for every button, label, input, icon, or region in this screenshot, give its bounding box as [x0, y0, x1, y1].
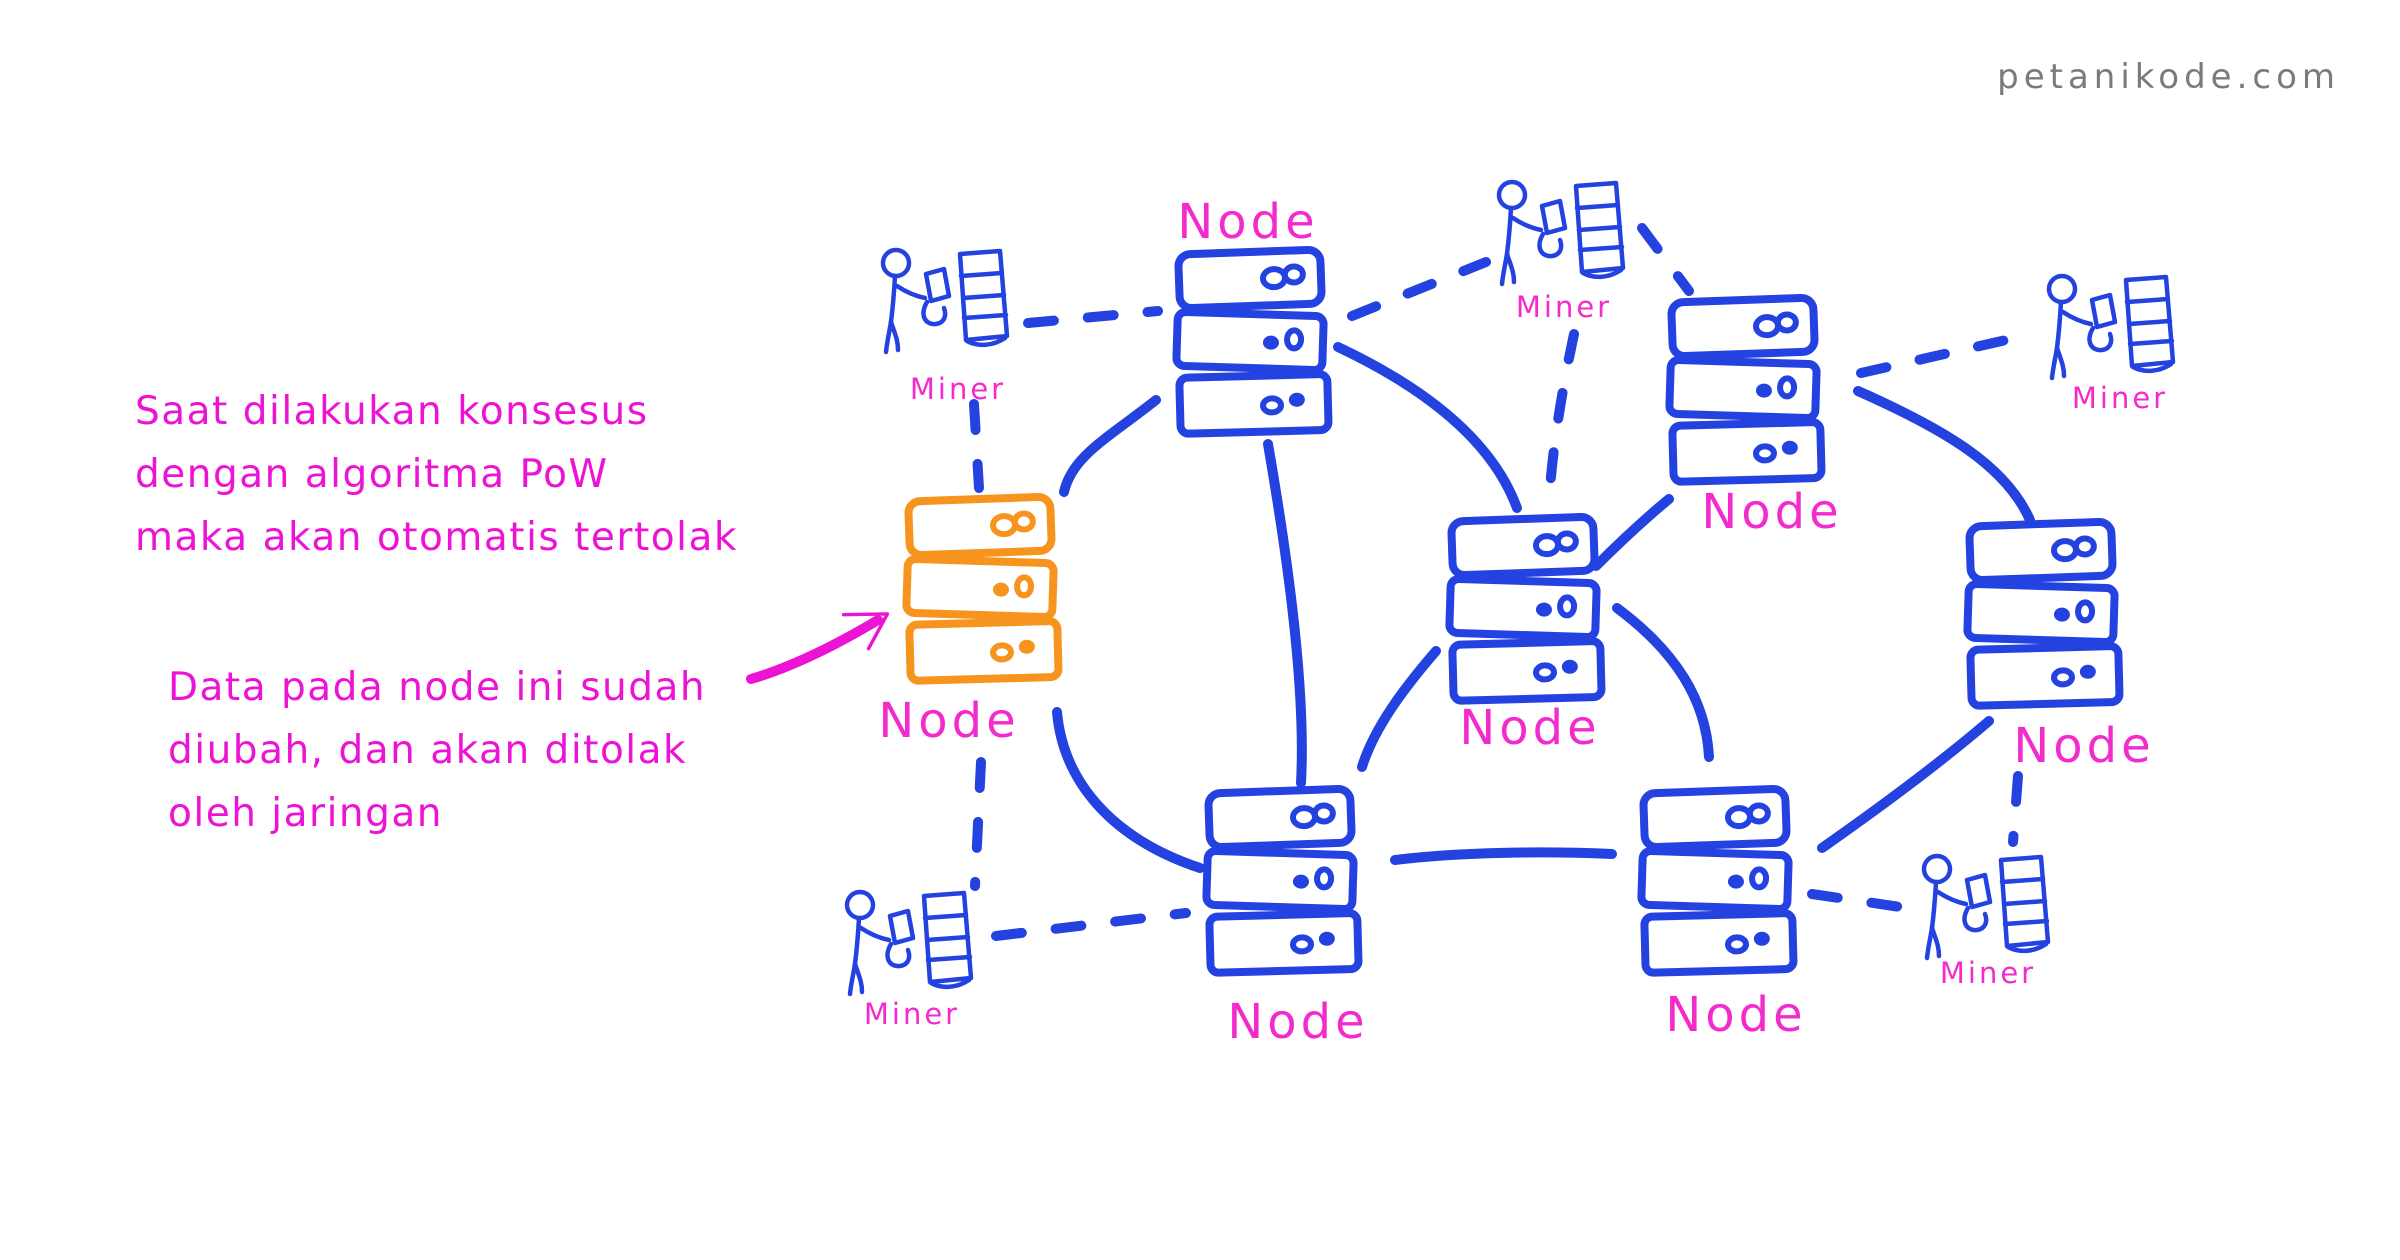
link-miner-bottom-left-bottom-left-node [991, 908, 1191, 941]
consensus-note-line-3: maka akan otomatis tertolak [135, 515, 738, 560]
miner-connections [969, 223, 2033, 941]
far-right-node-icon [1967, 522, 2119, 706]
bottom-left-node-icon [1206, 789, 1358, 973]
center-node-label: Node [1459, 700, 1600, 756]
top-node-icon [1176, 250, 1328, 434]
nodes-layer: Node Node Node Node Node Node Node [878, 194, 2154, 1050]
tampered-node-label: Node [878, 693, 1019, 749]
upper-right-node-icon [1669, 298, 1821, 482]
bottom-right-node-label: Node [1665, 987, 1806, 1043]
edge-tampered-node-bottom-left-node [1052, 707, 1205, 873]
edge-top-node-center-node [1333, 342, 1522, 513]
link-miner-top-middle-upper-right-node [1637, 223, 1694, 296]
miner-top-middle-label: Miner [1516, 290, 1612, 324]
tampered-note-line-3: oleh jaringan [168, 791, 443, 836]
peer-connections [1052, 342, 2035, 873]
watermark-text: petanikode.com [1997, 57, 2340, 97]
link-bottom-right-node-miner-bottom-right [1807, 889, 1919, 914]
miner-top-left-label: Miner [910, 372, 1006, 406]
link-miner-top-left-top-node [1023, 306, 1163, 328]
bottom-left-node-label: Node [1227, 994, 1368, 1050]
tampered-node-icon [906, 497, 1058, 681]
miner-top-middle-icon [1499, 182, 1623, 284]
consensus-note-line-1: Saat dilakukan konsesus [135, 389, 649, 434]
miner-top-left-icon [883, 250, 1007, 352]
miner-right-label: Miner [2072, 381, 2168, 415]
edge-center-node-bottom-left-node [1357, 646, 1441, 772]
link-miner-top-middle-center-node [1544, 329, 1579, 508]
miner-bottom-right-icon [1924, 856, 2048, 958]
link-upper-right-node-miner-right [1856, 330, 2033, 378]
bottom-right-node-icon [1641, 789, 1793, 973]
annotation-tampered-note: Data pada node ini sudah diubah, dan aka… [168, 665, 706, 836]
upper-right-node-label: Node [1701, 484, 1842, 540]
edge-bottom-left-node-bottom-right-node [1390, 847, 1617, 865]
miners-layer: Miner Miner Miner Miner Miner [847, 182, 2173, 1031]
consensus-note-line-2: dengan algoritma PoW [135, 452, 609, 497]
miner-bottom-left-icon [847, 892, 971, 994]
link-top-node-miner-top-middle [1347, 257, 1491, 321]
link-far-right-node-miner-bottom-right [2008, 771, 2023, 847]
link-tampered-node-miner-bottom-left [970, 757, 986, 891]
edge-far-right-node-bottom-right-node [1817, 716, 1994, 853]
edge-top-node-bottom-left-node [1263, 439, 1307, 788]
edge-upper-right-node-far-right-node [1853, 386, 2035, 525]
edge-center-node-upper-right-node [1591, 494, 1674, 571]
tampered-node-arrow [746, 612, 890, 684]
miner-right-icon [2049, 276, 2173, 378]
miner-bottom-right-label: Miner [1940, 956, 2036, 990]
annotation-consensus-note: Saat dilakukan konsesus dengan algoritma… [135, 389, 738, 560]
far-right-node-label: Node [2013, 718, 2154, 774]
center-node-icon [1449, 517, 1601, 701]
link-miner-top-left-tampered-node [969, 399, 984, 493]
edge-center-node-bottom-right-node [1612, 603, 1714, 762]
edge-top-node-tampered-node [1059, 395, 1161, 497]
tampered-note-line-2: diubah, dan akan ditolak [168, 728, 687, 773]
top-node-label: Node [1177, 194, 1318, 250]
tampered-note-line-1: Data pada node ini sudah [168, 665, 706, 710]
miner-bottom-left-label: Miner [864, 997, 960, 1031]
